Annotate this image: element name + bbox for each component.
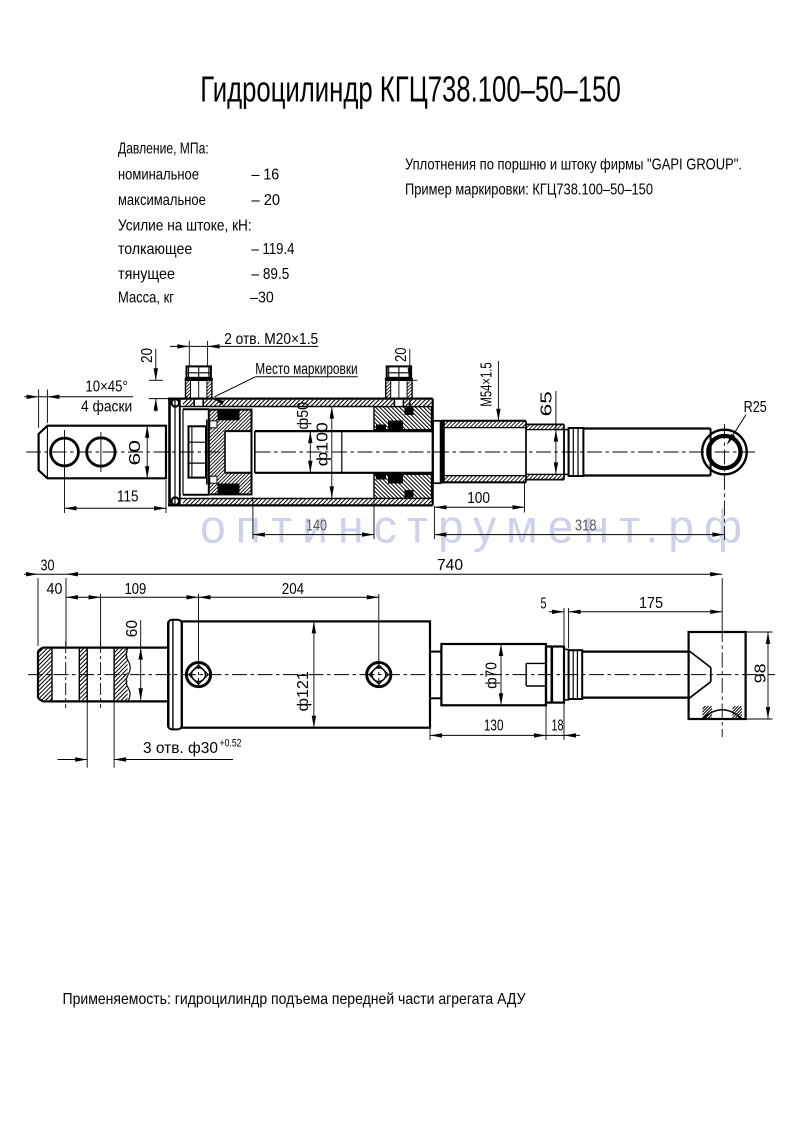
svg-text:Уплотнения по поршню и штоку ф: Уплотнения по поршню и штоку фирмы "GAPI… — [405, 157, 742, 174]
svg-text:– 89.5: – 89.5 — [252, 266, 290, 283]
svg-text:40: 40 — [47, 581, 63, 598]
svg-text:– 20: – 20 — [252, 192, 281, 209]
svg-text:+0.52: +0.52 — [220, 738, 242, 750]
svg-text:20: 20 — [139, 348, 156, 363]
svg-text:98: 98 — [753, 664, 770, 684]
svg-text:20: 20 — [393, 347, 410, 362]
svg-text:60: 60 — [124, 620, 141, 638]
svg-text:204: 204 — [282, 581, 305, 598]
svg-text:65: 65 — [539, 391, 556, 416]
svg-text:R25: R25 — [744, 399, 767, 416]
svg-text:100: 100 — [467, 490, 490, 507]
svg-text:тянущее: тянущее — [118, 266, 175, 283]
svg-text:толкающее: толкающее — [118, 241, 192, 258]
svg-text:5: 5 — [541, 596, 547, 613]
svg-text:М54×1.5: М54×1.5 — [479, 362, 496, 406]
svg-text:Пример маркировки: КГЦ738.100–: Пример маркировки: КГЦ738.100–50–150 — [405, 182, 653, 199]
svg-text:3 отв. ф30: 3 отв. ф30 — [143, 740, 218, 757]
svg-text:номинальное: номинальное — [118, 167, 199, 184]
svg-text:Масса, кг: Масса, кг — [118, 290, 174, 307]
svg-text:318: 318 — [575, 518, 597, 535]
svg-text:Место маркировки: Место маркировки — [255, 361, 357, 378]
svg-text:ф121: ф121 — [295, 671, 312, 711]
svg-text:2 отв. М20×1.5: 2 отв. М20×1.5 — [224, 331, 318, 348]
svg-text:130: 130 — [484, 718, 504, 735]
svg-text:– 16: – 16 — [252, 167, 280, 184]
svg-text:ф70: ф70 — [484, 662, 501, 689]
svg-text:10×45°: 10×45° — [85, 379, 127, 396]
svg-text:60: 60 — [127, 439, 144, 465]
svg-text:140: 140 — [306, 518, 327, 535]
svg-text:Применяемость: гидроцилиндр по: Применяемость: гидроцилиндр подъема пере… — [63, 991, 527, 1008]
svg-text:740: 740 — [437, 557, 463, 574]
svg-text:– 119.4: – 119.4 — [252, 241, 295, 258]
svg-text:30: 30 — [41, 558, 55, 575]
svg-text:18: 18 — [552, 718, 564, 735]
svg-text:максимальное: максимальное — [118, 192, 206, 209]
svg-text:–30: –30 — [250, 290, 274, 307]
svg-text:Давление, МПа:: Давление, МПа: — [118, 141, 209, 158]
svg-text:Гидроцилиндр КГЦ738.100–50–150: Гидроцилиндр КГЦ738.100–50–150 — [200, 69, 621, 110]
svg-text:115: 115 — [117, 489, 139, 506]
svg-text:4 фаски: 4 фаски — [81, 399, 132, 416]
svg-text:ф50: ф50 — [295, 402, 312, 430]
svg-text:Усилие на штоке, кН:: Усилие на штоке, кН: — [118, 218, 252, 235]
svg-text:175: 175 — [639, 595, 663, 612]
svg-text:ф100: ф100 — [314, 422, 331, 466]
svg-text:109: 109 — [125, 581, 147, 598]
